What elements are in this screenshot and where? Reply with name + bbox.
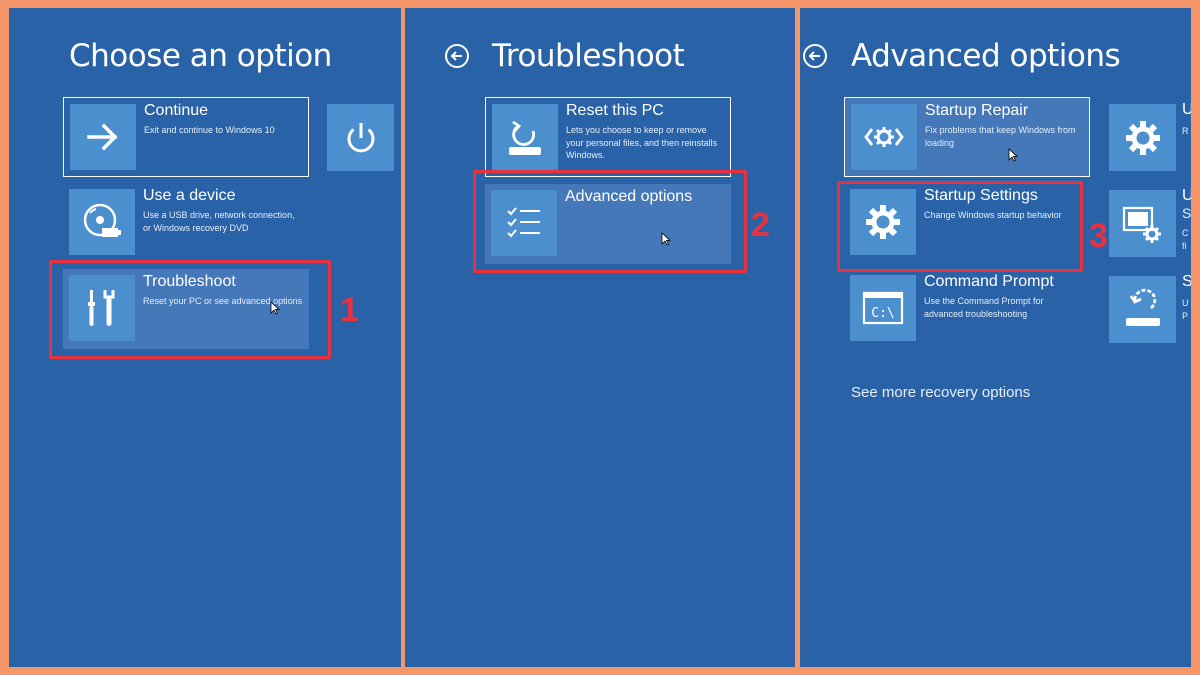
tile-title: Startup Settings <box>924 187 1038 204</box>
tile-title: Use a device <box>143 187 236 204</box>
tile-title: U <box>1182 101 1191 118</box>
tile-description: Reset your PC or see advanced options <box>143 296 303 306</box>
page-title: Troubleshoot <box>492 38 685 74</box>
use-a-device-tile[interactable]: Use a device Use a USB drive, network co… <box>63 183 309 263</box>
step-number: 2 <box>751 206 770 244</box>
system-restore-tile[interactable] <box>1109 276 1176 343</box>
tile-title: U <box>1182 187 1191 204</box>
advanced-options-tile[interactable]: Advanced options <box>485 184 731 264</box>
back-arrow-icon <box>450 51 462 61</box>
uefi-firmware-settings-tile[interactable] <box>1109 190 1176 257</box>
panel-advanced-options: Advanced options Startup Repair Fix prob… <box>800 8 1191 667</box>
tile-description: R <box>1182 126 1189 136</box>
troubleshoot-tile[interactable]: Troubleshoot Reset your PC or see advanc… <box>63 269 309 349</box>
back-button[interactable] <box>445 44 469 68</box>
see-more-recovery-options-link[interactable]: See more recovery options <box>851 384 1031 401</box>
tile-description: Exit and continue to Windows 10 <box>144 125 275 135</box>
command-prompt-tile[interactable]: C:\ Command Prompt Use the Command Promp… <box>844 269 1090 349</box>
step-highlight-box <box>837 181 1083 272</box>
mouse-cursor-icon <box>661 232 671 246</box>
gear-icon <box>1125 120 1160 155</box>
step-highlight-box <box>473 170 747 273</box>
reset-this-pc-tile[interactable]: Reset this PC Lets you choose to keep or… <box>485 97 731 177</box>
continue-tile[interactable]: Continue Exit and continue to Windows 10 <box>63 97 309 177</box>
tile-description: S <box>1182 205 1191 221</box>
tile-description: Use the Command Prompt for advanced trou… <box>924 296 1044 319</box>
command-prompt-glyph: C:\ <box>871 306 894 321</box>
panel-choose-an-option: Choose an option Continue Exit and conti… <box>9 8 401 667</box>
code-gear-icon <box>851 104 917 170</box>
tile-title: Advanced options <box>565 188 693 205</box>
tile-description: C <box>1182 228 1189 238</box>
turn-off-tile[interactable] <box>327 104 394 171</box>
step-number: 3 <box>1089 217 1108 255</box>
tile-description: Fix problems that keep Windows from load… <box>925 125 1076 148</box>
step-number: 1 <box>340 291 359 329</box>
mouse-cursor-icon <box>270 301 280 315</box>
disc-drive-icon <box>69 189 135 255</box>
firmware-settings-icon <box>1122 206 1161 243</box>
startup-settings-tile[interactable]: Startup Settings Change Windows startup … <box>844 183 1090 263</box>
tools-icon <box>69 275 135 341</box>
panel-troubleshoot: Troubleshoot Reset this PC Lets you choo… <box>405 8 795 667</box>
arrow-right-icon <box>70 104 136 170</box>
tile-title: Command Prompt <box>924 273 1054 290</box>
command-prompt-icon: C:\ <box>850 275 916 341</box>
power-icon <box>347 122 374 152</box>
step-highlight-box <box>49 260 331 359</box>
back-arrow-icon <box>808 51 820 61</box>
tile-description: fi <box>1182 241 1187 251</box>
tile-description: Change Windows startup behavior <box>924 210 1062 220</box>
page-title: Choose an option <box>69 38 332 74</box>
gear-icon <box>850 189 916 255</box>
tile-description: P <box>1182 311 1189 321</box>
back-button[interactable] <box>803 44 827 68</box>
system-restore-icon <box>1125 288 1160 326</box>
tile-description: Use a USB drive, network connection, or … <box>143 210 295 233</box>
tile-title: Reset this PC <box>566 102 664 119</box>
tile-title: Troubleshoot <box>143 273 236 290</box>
mouse-cursor-icon <box>1008 148 1018 162</box>
startup-repair-tile[interactable]: Startup Repair Fix problems that keep Wi… <box>844 97 1090 177</box>
tile-description: Lets you choose to keep or remove your p… <box>566 125 718 160</box>
tile-description: U <box>1182 298 1189 308</box>
tile-title: S <box>1182 273 1191 290</box>
checklist-icon <box>491 190 557 256</box>
uninstall-updates-tile[interactable] <box>1109 104 1176 171</box>
tile-title: Startup Repair <box>925 102 1029 119</box>
tile-title: Continue <box>144 102 209 119</box>
reset-pc-icon <box>492 104 558 170</box>
page-title: Advanced options <box>851 38 1121 74</box>
